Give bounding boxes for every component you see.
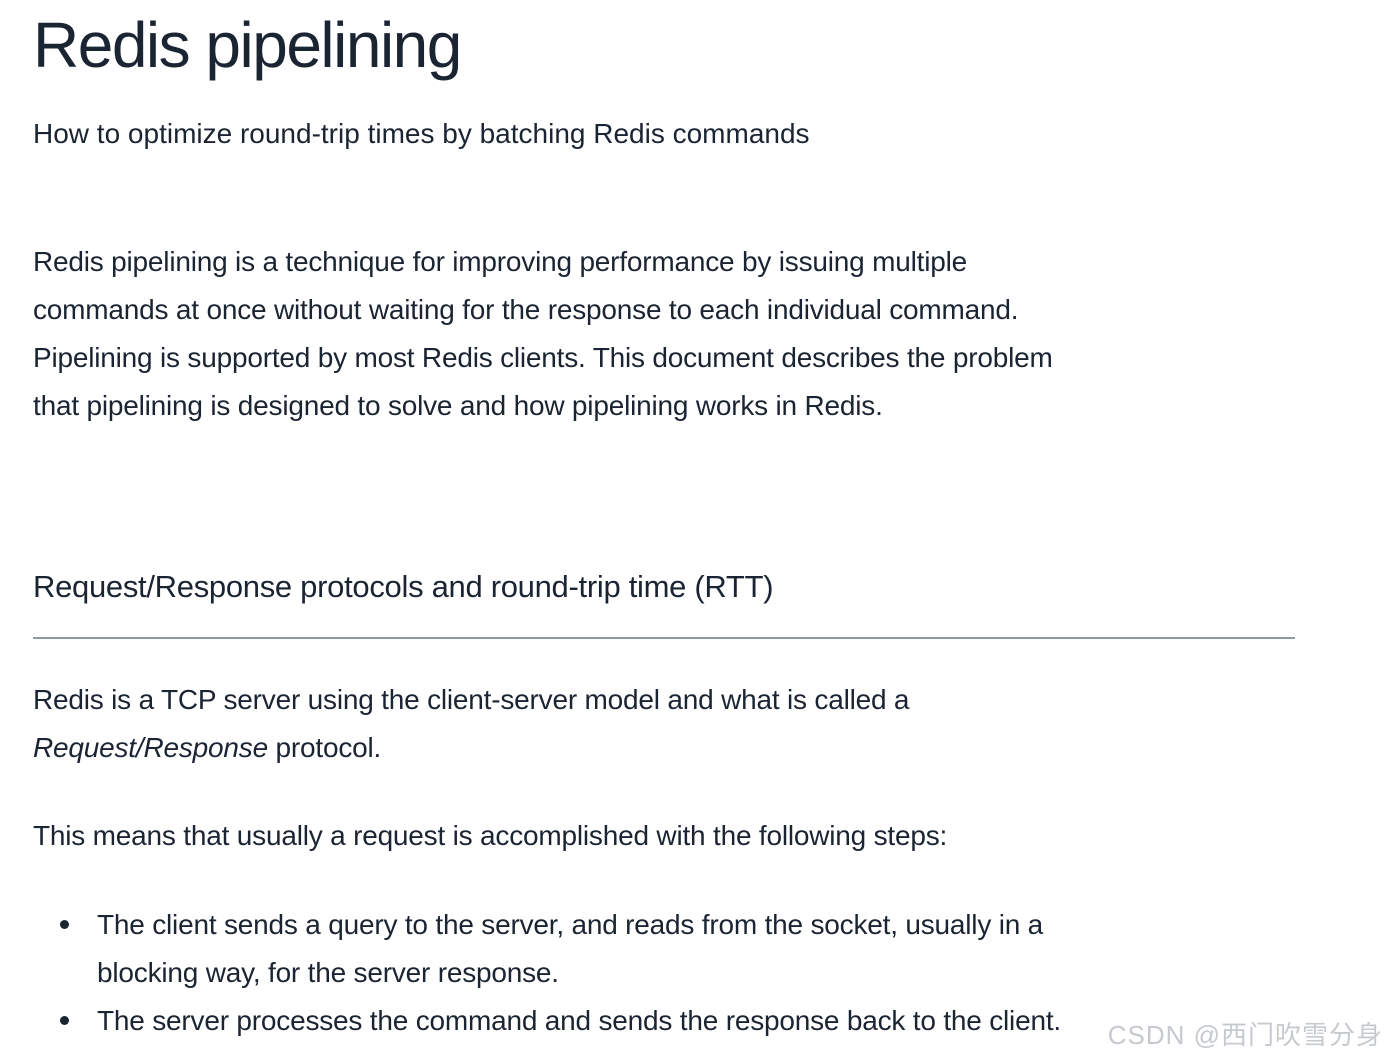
list-item-line: blocking way, for the server response. [97, 957, 559, 988]
rtt-paragraph: Redis is a TCP server using the client-s… [33, 676, 1348, 772]
list-item-line: The client sends a query to the server, … [97, 909, 1044, 940]
intro-line: commands at once without waiting for the… [33, 294, 1019, 325]
intro-line: Redis pipelining is a technique for impr… [33, 246, 967, 277]
list-item: The server processes the command and sen… [33, 997, 1348, 1045]
intro-paragraph: Redis pipelining is a technique for impr… [33, 238, 1348, 430]
intro-line: that pipelining is designed to solve and… [33, 390, 883, 421]
article: Redis pipelining How to optimize round-t… [0, 10, 1388, 1045]
steps-intro: This means that usually a request is acc… [33, 820, 948, 851]
request-response-term: Request/Response [33, 732, 268, 763]
page-title: Redis pipelining [33, 9, 462, 81]
steps-list: The client sends a query to the server, … [33, 901, 1348, 1045]
rtt-paragraph-tail: protocol. [267, 732, 382, 763]
watermark: CSDN @西门吹雪分身 [1107, 1020, 1383, 1050]
list-item: The client sends a query to the server, … [33, 901, 1348, 997]
section-divider [33, 637, 1295, 639]
intro-line: Pipelining is supported by most Redis cl… [33, 342, 1053, 373]
bullet-icon [60, 1016, 69, 1025]
section-heading-rtt: Request/Response protocols and round-tri… [33, 569, 774, 604]
rtt-paragraph-line: Request/Response protocol. [33, 724, 1348, 772]
bullet-icon [60, 920, 69, 929]
page-subtitle: How to optimize round-trip times by batc… [33, 118, 810, 149]
list-item-line: The server processes the command and sen… [97, 1005, 1061, 1036]
rtt-paragraph-line: Redis is a TCP server using the client-s… [33, 684, 910, 715]
